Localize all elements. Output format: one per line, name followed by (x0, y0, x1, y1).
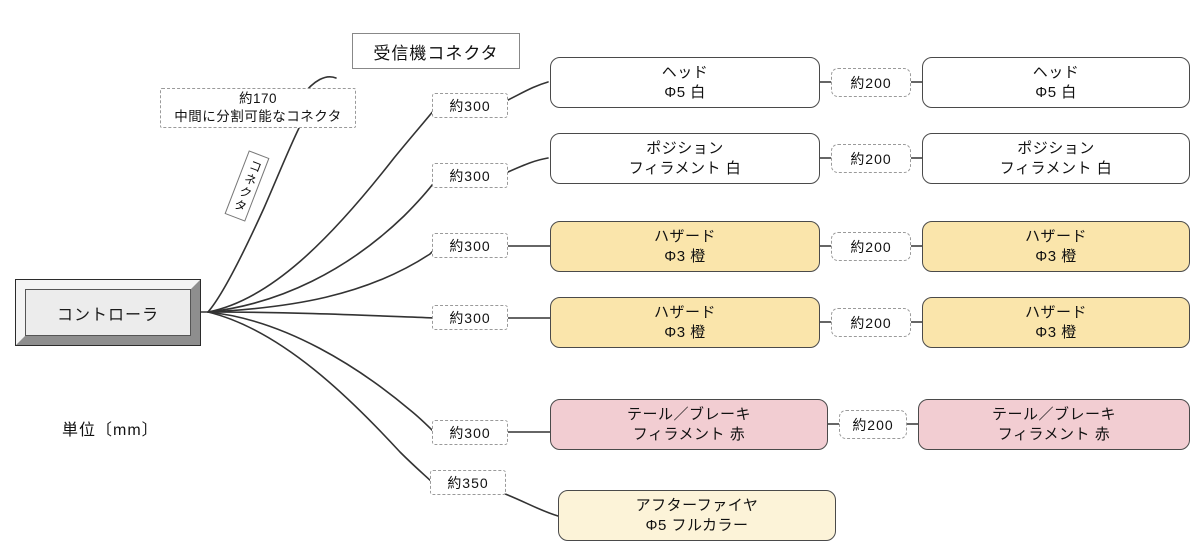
wire-row1-left (207, 109, 435, 313)
wire-row3-left (207, 247, 437, 313)
component-line2: Φ3 橙 (664, 323, 706, 341)
mid-length-row4: 約200 (831, 308, 911, 337)
left-length-row2: 約300 (432, 163, 508, 188)
component-line2: Φ5 フルカラー (645, 516, 749, 534)
component-line1: ヘッド (661, 64, 709, 81)
component-tailbrake-left[interactable]: テール／ブレーキ フィラメント 赤 (550, 399, 828, 450)
component-position-right[interactable]: ポジション フィラメント 白 (922, 133, 1190, 184)
component-hazard2-left[interactable]: ハザード Φ3 橙 (550, 297, 820, 348)
component-line2: フィラメント 赤 (632, 425, 746, 443)
component-line1: テール／ブレーキ (626, 406, 751, 423)
component-line1: アフターファイヤ (635, 497, 759, 514)
component-line2: フィラメント 白 (628, 159, 742, 177)
component-line1: ハザード (1024, 228, 1087, 245)
component-line2: Φ5 白 (1035, 83, 1077, 101)
component-line2: フィラメント 白 (999, 159, 1113, 177)
component-line1: ポジション (1017, 140, 1095, 157)
component-line2: Φ3 橙 (1035, 247, 1077, 265)
mid-length-row5: 約200 (839, 410, 907, 439)
left-length-row5: 約300 (432, 420, 508, 445)
component-hazard1-right[interactable]: ハザード Φ3 橙 (922, 221, 1190, 272)
wire-row6-to-box (499, 491, 559, 517)
mid-length-row2: 約200 (831, 144, 911, 173)
controller-inner-face: コントローラ (25, 289, 191, 336)
receiver-connector-note: 受信機コネクタ (352, 33, 520, 69)
left-length-row4: 約300 (432, 305, 508, 330)
component-line1: ヘッド (1032, 64, 1080, 81)
left-length-row1: 約300 (432, 93, 508, 118)
component-head-left[interactable]: ヘッド Φ5 白 (550, 57, 820, 108)
connector-note-line1: 約170 (238, 90, 278, 106)
component-head-right[interactable]: ヘッド Φ5 白 (922, 57, 1190, 108)
connector-length-note: 約170 中間に分割可能なコネクタ (160, 88, 356, 128)
mid-length-row3: 約200 (831, 232, 911, 261)
component-line1: ハザード (653, 304, 716, 321)
component-hazard1-left[interactable]: ハザード Φ3 橙 (550, 221, 820, 272)
component-line1: ポジション (646, 140, 724, 157)
connector-note-line2: 中間に分割可能なコネクタ (174, 109, 342, 124)
component-hazard2-right[interactable]: ハザード Φ3 橙 (922, 297, 1190, 348)
component-afterfire-left[interactable]: アフターファイヤ Φ5 フルカラー (558, 490, 836, 541)
component-line1: ハザード (653, 228, 716, 245)
component-tailbrake-right[interactable]: テール／ブレーキ フィラメント 赤 (918, 399, 1190, 450)
controller-label: コントローラ (56, 306, 159, 324)
mid-length-row1: 約200 (831, 68, 911, 97)
wire-row4-left (207, 311, 437, 319)
unit-note: 単位〔mm〕 (62, 422, 159, 439)
component-line1: ハザード (1024, 304, 1087, 321)
component-line1: テール／ブレーキ (991, 406, 1116, 423)
component-line2: フィラメント 赤 (997, 425, 1111, 443)
component-position-left[interactable]: ポジション フィラメント 白 (550, 133, 820, 184)
controller-box[interactable]: コントローラ (15, 279, 201, 346)
component-line2: Φ3 橙 (1035, 323, 1077, 341)
left-length-row6: 約350 (430, 470, 506, 495)
wire-receiver-connector (207, 125, 301, 313)
wire-row6-left (207, 311, 435, 485)
component-line2: Φ5 白 (664, 83, 706, 101)
wire-row2-left (207, 179, 437, 313)
left-length-row3: 約300 (432, 233, 508, 258)
wire-row2-to-box (507, 157, 549, 173)
wire-row1-to-box (507, 81, 549, 101)
component-line2: Φ3 橙 (664, 247, 706, 265)
wire-row5-left (207, 311, 435, 433)
